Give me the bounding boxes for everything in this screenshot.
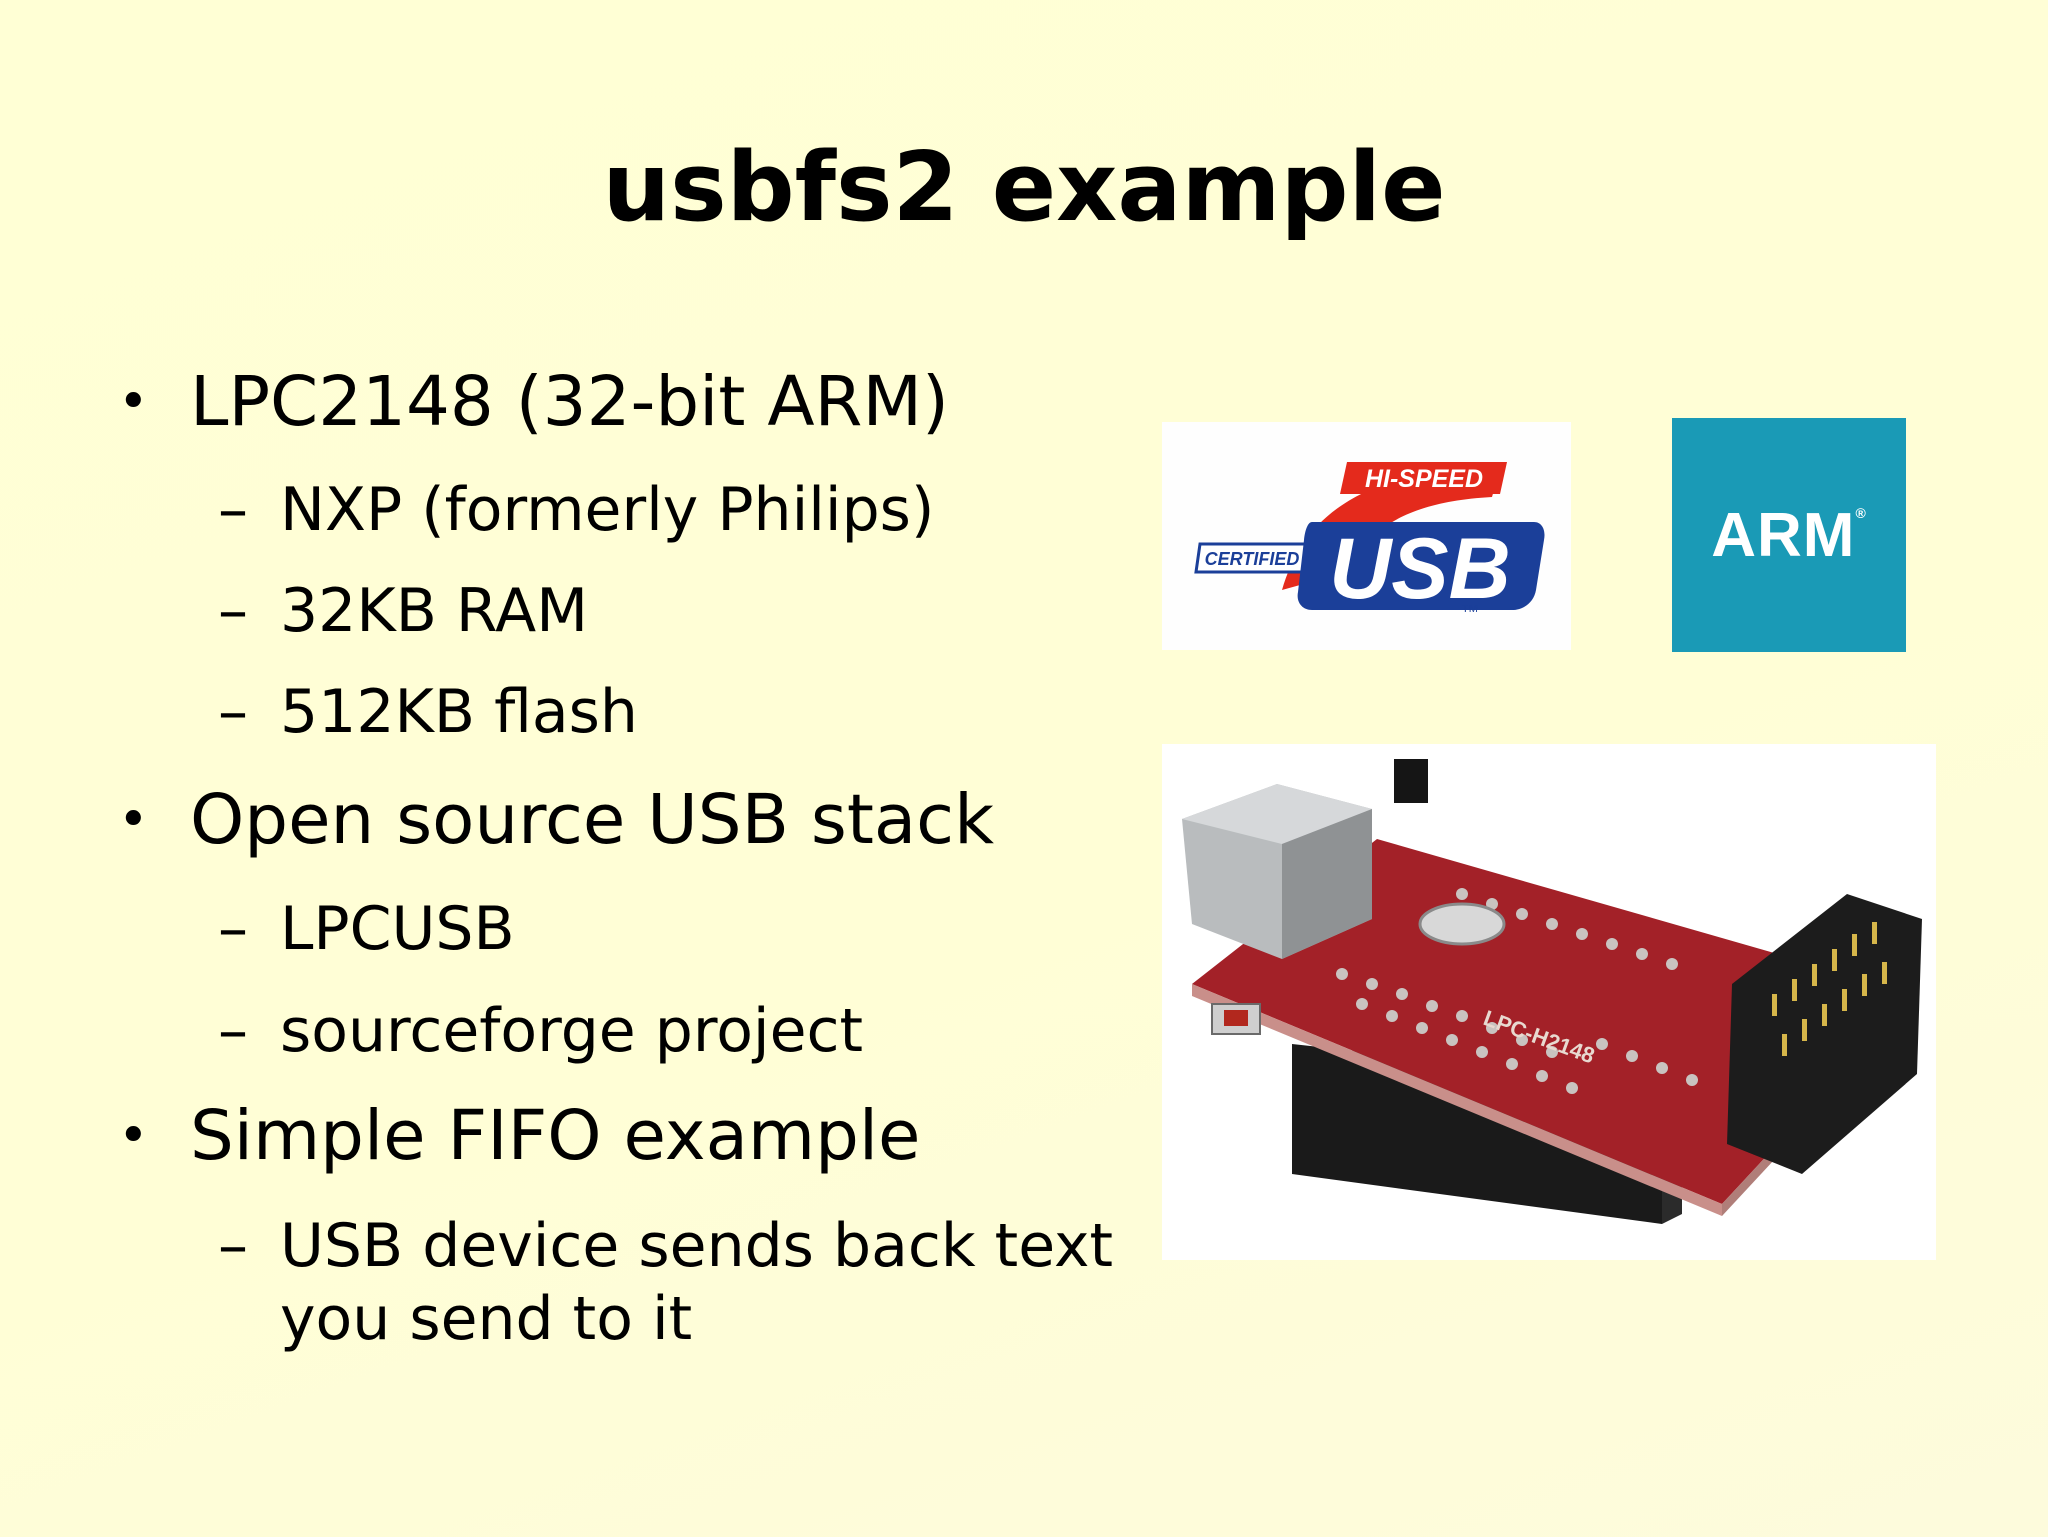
sub-bullet-text: USB device sends back text xyxy=(280,1211,1114,1281)
usb-logo-main-shape xyxy=(1297,522,1545,610)
sub-bullet-item: – 512KB flash xyxy=(218,676,638,748)
usb-logo-image: HI-SPEED CERTIFIED USB TM xyxy=(1162,422,1571,650)
pcb-pads xyxy=(1336,888,1698,1094)
sub-bullet-item: – NXP (formerly Philips) xyxy=(218,474,935,546)
usb-logo-graphic: HI-SPEED CERTIFIED USB TM xyxy=(1194,462,1545,617)
bullet-text: Simple FIFO example xyxy=(190,1096,921,1176)
bullet-mark: • xyxy=(118,1106,149,1166)
sub-bullet-mark: – xyxy=(218,576,248,646)
usb-logo-banner xyxy=(1340,462,1507,494)
sub-bullet-text: you send to it xyxy=(280,1284,693,1354)
bullet-mark: • xyxy=(118,790,149,850)
sub-bullet-item: – LPCUSB xyxy=(218,893,515,965)
jtag-header xyxy=(1727,894,1922,1174)
board-illustration: LPC-H2148 xyxy=(1182,759,1922,1224)
jtag-pins xyxy=(1772,922,1887,1056)
sub-bullet-mark: – xyxy=(218,677,248,747)
usb-logo-main-text: USB xyxy=(1329,521,1511,617)
reset-button-cap xyxy=(1224,1010,1248,1026)
arm-logo-text: ARM® xyxy=(1672,500,1906,571)
sub-bullet-mark: – xyxy=(218,1211,248,1281)
arm-logo-image: ARM® xyxy=(1672,418,1906,652)
bullet-text: LPC2148 (32-bit ARM) xyxy=(190,362,949,442)
arm-logo-registered-mark: ® xyxy=(1855,505,1867,521)
pcb-crystal xyxy=(1418,902,1506,946)
sub-bullet-text: sourceforge project xyxy=(280,996,864,1066)
sub-bullet-mark: – xyxy=(218,894,248,964)
usb-logo-top-text: HI-SPEED xyxy=(1365,465,1483,493)
slide-title: usbfs2 example xyxy=(602,133,1446,243)
sub-bullet-item-continued: you send to it xyxy=(280,1283,692,1355)
usb-logo-tm: TM xyxy=(1462,603,1478,615)
sub-bullet-text: 512KB flash xyxy=(280,677,638,747)
sub-bullet-item: – sourceforge project xyxy=(218,995,864,1067)
bullet-item: • LPC2148 (32-bit ARM) xyxy=(118,362,949,442)
sub-bullet-item: – 32KB RAM xyxy=(218,575,588,647)
sub-bullet-mark: – xyxy=(218,996,248,1066)
usb-b-connector-side xyxy=(1282,809,1372,959)
arm-logo-word: ARM xyxy=(1711,501,1856,570)
sub-bullet-text: 32KB RAM xyxy=(280,576,588,646)
sub-bullet-text: NXP (formerly Philips) xyxy=(280,475,935,545)
sub-bullet-text: LPCUSB xyxy=(280,894,515,964)
bullet-item: • Open source USB stack xyxy=(118,780,995,860)
bullet-mark: • xyxy=(118,372,149,432)
usb-logo-left-text: CERTIFIED xyxy=(1205,549,1300,569)
bullet-item: • Simple FIFO example xyxy=(118,1096,921,1176)
sub-bullet-item: – USB device sends back text xyxy=(218,1210,1114,1282)
sub-bullet-mark: – xyxy=(218,475,248,545)
pcb-edge-front xyxy=(1192,984,1722,1216)
jumper-top xyxy=(1394,759,1428,803)
usb-b-connector-top xyxy=(1182,784,1372,844)
board-photo: LPC-H2148 xyxy=(1162,744,1936,1260)
bullet-text: Open source USB stack xyxy=(190,780,995,860)
